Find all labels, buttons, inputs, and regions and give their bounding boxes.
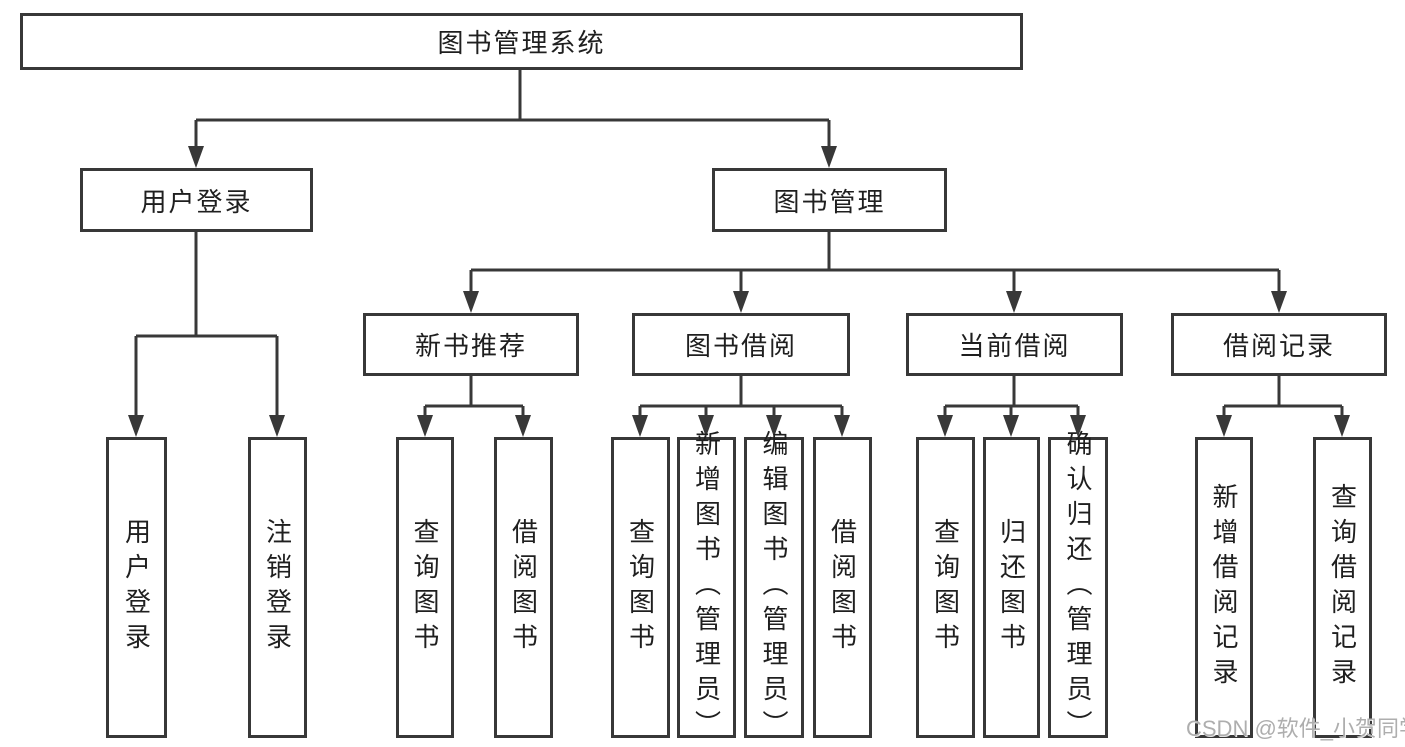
node-book-borrow: 图书借阅 xyxy=(632,313,850,376)
node-borrow-record-label: 借阅记录 xyxy=(1222,331,1335,361)
leaf-confirm-return-admin-label: 确认归还（管理员） xyxy=(1063,430,1093,745)
node-current-borrow: 当前借阅 xyxy=(906,313,1123,376)
connector-current-borrow-to-children xyxy=(937,376,1086,437)
leaf-add-borrow-record: 新增借阅记录 xyxy=(1195,437,1253,738)
node-user-login-label: 用户登录 xyxy=(140,186,253,217)
leaf-query-borrow-record: 查询借阅记录 xyxy=(1313,437,1372,738)
leaf-query-book-current-label: 查询图书 xyxy=(930,517,961,658)
leaf-query-book-borrow-label: 查询图书 xyxy=(625,517,656,658)
leaf-return-book-label: 归还图书 xyxy=(996,517,1027,658)
arrowhead-icon xyxy=(188,146,837,168)
arrowhead-icon xyxy=(1216,415,1350,437)
leaf-add-book-admin: 新增图书（管理员） xyxy=(677,430,736,745)
node-book-management: 图书管理 xyxy=(712,168,947,232)
arrowhead-icon xyxy=(632,415,850,437)
leaf-query-book-current: 查询图书 xyxy=(916,437,975,738)
leaf-add-borrow-record-label: 新增借阅记录 xyxy=(1209,482,1239,693)
node-current-borrow-label: 当前借阅 xyxy=(958,331,1071,361)
node-root: 图书管理系统 xyxy=(20,13,1023,70)
leaf-user-login: 用户登录 xyxy=(106,437,167,738)
node-new-book-recommend: 新书推荐 xyxy=(363,313,579,376)
node-book-management-label: 图书管理 xyxy=(773,186,886,217)
connector-book-borrow-to-children xyxy=(632,376,850,437)
arrowhead-icon xyxy=(128,415,285,437)
leaf-borrow-book-recommend-label: 借阅图书 xyxy=(508,517,539,658)
leaf-confirm-return-admin: 确认归还（管理员） xyxy=(1048,430,1108,745)
csdn-watermark: CSDN @软件_小贺同学 xyxy=(1186,716,1405,741)
leaf-query-book-recommend-label: 查询图书 xyxy=(410,517,440,658)
node-borrow-record: 借阅记录 xyxy=(1171,313,1387,376)
connector-new-book-recommend-to-children xyxy=(417,376,531,437)
leaf-query-book-borrow: 查询图书 xyxy=(611,437,670,738)
leaf-logout-label: 注销登录 xyxy=(262,517,293,658)
leaf-return-book: 归还图书 xyxy=(983,437,1040,738)
connector-user-login-to-children xyxy=(128,232,285,437)
leaf-borrow-book-recommend: 借阅图书 xyxy=(494,437,553,738)
node-user-login: 用户登录 xyxy=(80,168,313,232)
arrowhead-icon xyxy=(417,415,531,437)
node-book-borrow-label: 图书借阅 xyxy=(684,331,797,361)
arrowhead-icon xyxy=(463,291,1287,313)
leaf-add-book-admin-label: 新增图书（管理员） xyxy=(691,430,722,745)
leaf-query-borrow-record-label: 查询借阅记录 xyxy=(1327,482,1358,693)
leaf-edit-book-admin: 编辑图书（管理员） xyxy=(744,430,804,745)
node-root-label: 图书管理系统 xyxy=(437,28,606,58)
leaf-query-book-recommend: 查询图书 xyxy=(396,437,454,738)
arrowhead-icon xyxy=(937,415,1086,437)
leaf-user-login-label: 用户登录 xyxy=(121,517,152,658)
leaf-borrow-book: 借阅图书 xyxy=(813,437,872,738)
connector-book-management-to-children xyxy=(463,232,1287,313)
connector-root-to-children xyxy=(188,70,837,168)
leaf-borrow-book-label: 借阅图书 xyxy=(827,517,858,658)
leaf-logout: 注销登录 xyxy=(248,437,307,738)
leaf-edit-book-admin-label: 编辑图书（管理员） xyxy=(759,430,789,745)
connector-borrow-record-to-children xyxy=(1216,376,1350,437)
node-new-book-recommend-label: 新书推荐 xyxy=(414,331,527,361)
